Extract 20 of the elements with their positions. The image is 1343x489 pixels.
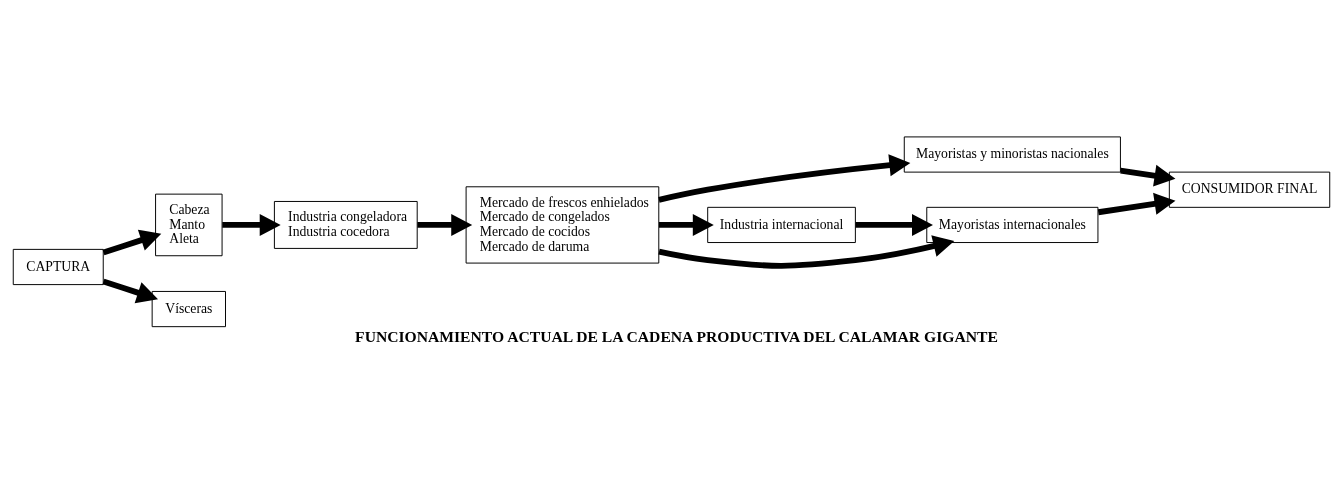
- arrow: [222, 213, 281, 236]
- node-box: CAPTURA: [12, 248, 104, 286]
- arrow: [102, 278, 159, 304]
- node-box: Cabeza Manto Aleta: [155, 193, 223, 257]
- arrow: [659, 213, 714, 236]
- node-box: Mayoristas internacionales: [926, 206, 1099, 244]
- arrow: [658, 154, 911, 203]
- node-box: CONSUMIDOR FINAL: [1168, 171, 1331, 208]
- diagram-title: FUNCIONAMIENTO ACTUAL DE LA CADENA PRODUCTIVA DEL CALAMAR GIGANTE: [355, 328, 998, 346]
- node-box: Industria congeladora Industria cocedora: [273, 200, 418, 249]
- arrow: [855, 213, 933, 236]
- node-box: Vísceras: [151, 290, 226, 328]
- arrow: [1097, 192, 1176, 216]
- node-box: Industria internacional: [707, 206, 856, 244]
- node-box: Mayoristas y minoristas nacionales: [903, 136, 1121, 173]
- arrow: [102, 229, 162, 256]
- arrow: [417, 213, 473, 236]
- arrow: [658, 235, 955, 269]
- arrow: [1120, 164, 1176, 187]
- node-box: Mercado de frescos enhielados Mercado de congelados Mercado de cocidos Mercado de daruma: [465, 186, 660, 264]
